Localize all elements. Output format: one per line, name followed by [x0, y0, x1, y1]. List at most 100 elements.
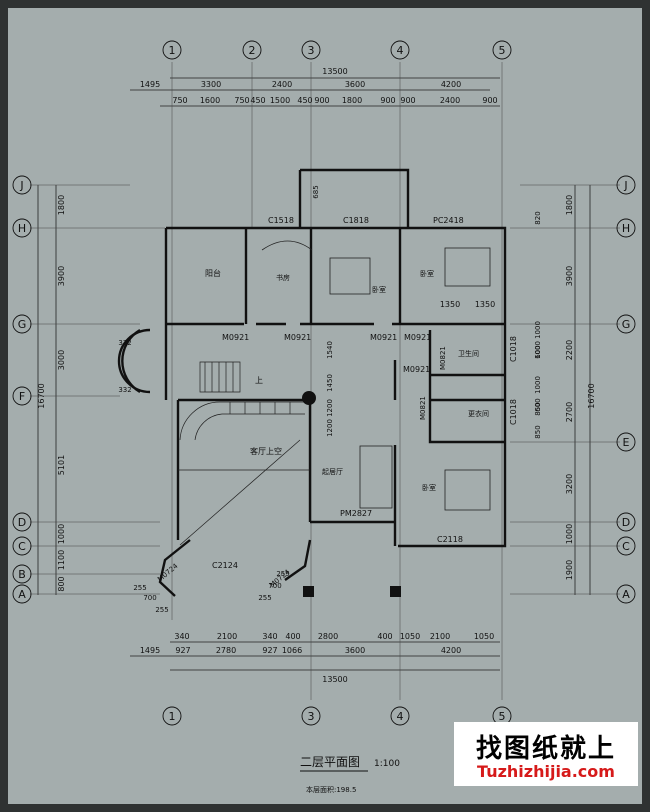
dim-bottom-r1-3: 400 [285, 632, 300, 641]
dim-right-0: 1800 [565, 195, 574, 215]
dim-bottom-r1-2: 340 [262, 632, 277, 641]
axis-top-5-circle [492, 40, 512, 60]
dim-bottom-r2-2: 2780 [216, 646, 236, 655]
window-label-c1518: C1518 [268, 216, 294, 225]
axis-right-J-circle [616, 175, 636, 195]
dim-stair-3: 1200 [326, 419, 334, 437]
axis-left-A-circle [12, 584, 32, 604]
dim-top-r2-9: 900 [400, 96, 415, 105]
dim-right-inner-1: 1000 [534, 321, 542, 339]
stairs [178, 361, 310, 546]
room-family-hall: 起居厅 [322, 468, 343, 476]
axis-right-H: H [622, 222, 630, 235]
dim-right-2: 2200 [565, 340, 574, 360]
window-label-pc2418: PC2418 [433, 216, 464, 225]
dim-top-r2-1: 1600 [200, 96, 220, 105]
dim-right-6: 1900 [565, 560, 574, 580]
dim-top-r2-11: 900 [482, 96, 497, 105]
axis-right-H-circle [616, 218, 636, 238]
axis-right-J: J [623, 179, 627, 192]
axis-bottom-3-circle [301, 706, 321, 726]
column-square-2 [390, 586, 401, 597]
axis-left-J-circle [12, 175, 32, 195]
dim-right-inner-6: 1000 [534, 341, 542, 359]
door-label-2: M0921 [284, 333, 311, 342]
dim-bottom-r1-4: 2800 [318, 632, 338, 641]
column-marker [302, 391, 316, 405]
axis-left-B: B [18, 568, 26, 581]
axis-right-D-circle [616, 512, 636, 532]
axis-left-D-circle [12, 512, 32, 532]
dim-left-0: 1800 [57, 195, 66, 215]
axis-left-G: G [18, 318, 27, 331]
dim-right-inner-3: 1000 [534, 376, 542, 394]
axis-top-4-circle [390, 40, 410, 60]
dim-bottom-r1-6: 1050 [400, 632, 420, 641]
door-label-5: M0921 [403, 365, 430, 374]
room-bedroom-3: 卧室 [422, 483, 436, 492]
axis-bottom-1: 1 [169, 710, 176, 723]
dim-bottom-r1-5: 400 [377, 632, 392, 641]
dim-top-r1-3: 3600 [345, 80, 365, 89]
dim-right-5: 1000 [565, 524, 574, 544]
dim-right-3: 2700 [565, 402, 574, 422]
drawing-scale: 1:100 [374, 759, 400, 769]
dim-top-r1-0: 1495 [140, 80, 160, 89]
dim-bottom-r1-0: 340 [174, 632, 189, 641]
dim-right-inner-4: 850 [534, 402, 542, 415]
dim-left-3: 5101 [57, 455, 66, 475]
axis-right-E-circle [616, 432, 636, 452]
axis-right-G: G [622, 318, 631, 331]
axis-right-D: D [622, 516, 630, 529]
dim-left-4: 1000 [57, 524, 66, 544]
dim-top-r2-7: 1800 [342, 96, 362, 105]
dim-right-inner-5: 850 [534, 425, 542, 438]
axis-left-C: C [18, 540, 26, 553]
axis-left-B-circle [12, 564, 32, 584]
axis-bottom-5: 5 [499, 710, 506, 723]
dim-diag-1: 700 [143, 594, 156, 602]
dim-bed-1: 1350 [475, 300, 495, 309]
axis-top-4: 4 [397, 44, 404, 57]
dim-top-r2-4: 1500 [270, 96, 290, 105]
dim-stair-1: 1450 [326, 374, 334, 392]
door-label-4: M0921 [404, 333, 431, 342]
dim-right-inner-0: 820 [534, 211, 542, 224]
axis-left-F: F [19, 390, 25, 403]
room-balcony: 阳台 [205, 268, 221, 278]
axis-right-A: A [622, 588, 630, 601]
door-label-1: M0921 [222, 333, 249, 342]
dim-porch: 685 [312, 185, 320, 198]
window-label-c2124: C2124 [212, 561, 238, 570]
room-bedroom-1: 卧室 [372, 285, 386, 294]
dim-diag-2: 255 [155, 606, 168, 614]
dim-stair-2: 1200 [326, 399, 334, 417]
dim-top-r2-10: 2400 [440, 96, 460, 105]
window-label-c1018-a: C1018 [509, 336, 518, 362]
dim-bottom-r1-1: 2100 [217, 632, 237, 641]
axis-bottom-1-circle [162, 706, 182, 726]
axis-top-1: 1 [169, 44, 176, 57]
axis-left-G-circle [12, 314, 32, 334]
dim-right-4: 3200 [565, 474, 574, 494]
axis-top-2: 2 [249, 44, 256, 57]
axis-top-2-circle [242, 40, 262, 60]
room-study: 书房 [276, 273, 290, 282]
dim-stair-0: 1540 [326, 341, 334, 359]
watermark-url: Tuzhizhijia.com [477, 762, 615, 781]
stair-up-label: 上 [255, 376, 263, 385]
axis-left-H: H [18, 222, 26, 235]
door-label-6: M0821 [439, 346, 447, 370]
dim-top-total: 13500 [322, 67, 347, 76]
axis-left-H-circle [12, 218, 32, 238]
furniture [261, 240, 491, 511]
window-label-c1818: C1818 [343, 216, 369, 225]
door-label-m0724-a: M0724 [156, 562, 180, 584]
axis-right-A-circle [616, 584, 636, 604]
dim-top-r1-2: 2400 [272, 80, 292, 89]
door-label-7: M0821 [419, 396, 427, 420]
dim-bay-0: 332 [118, 339, 131, 347]
axis-right-C: C [622, 540, 630, 553]
